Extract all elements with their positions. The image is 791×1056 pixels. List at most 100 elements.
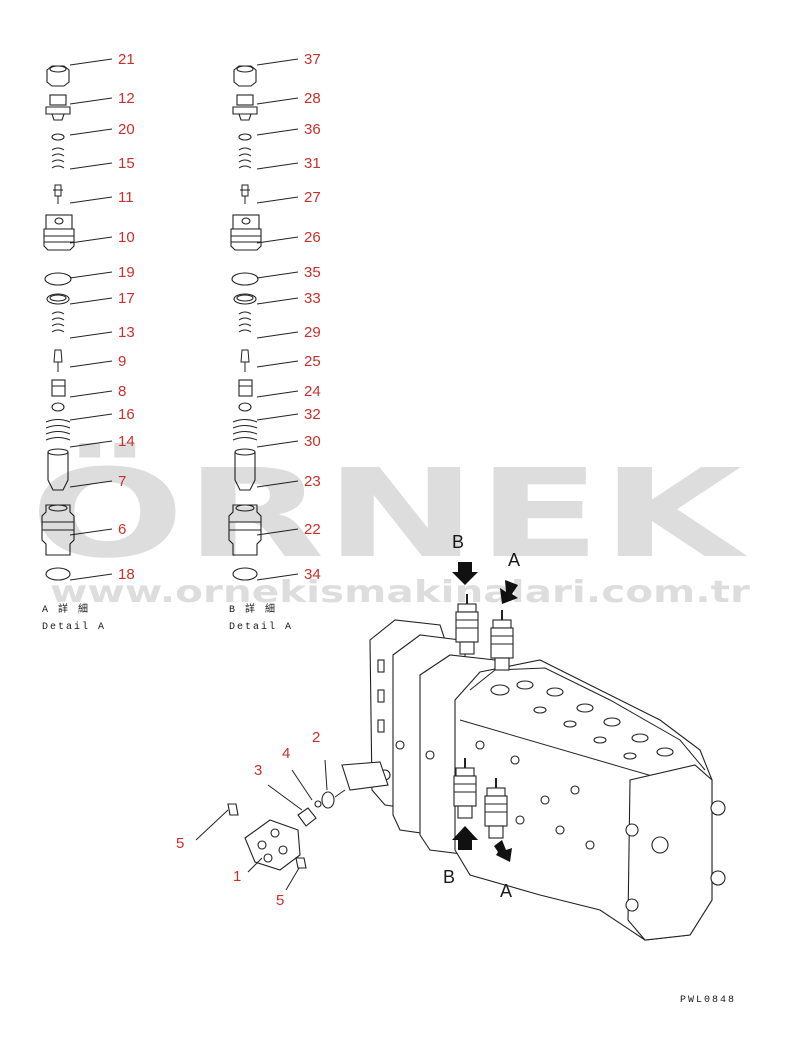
leader-16 [69,413,113,421]
leader-12 [69,97,113,105]
adjust-screw-28 [236,94,254,106]
leader-11 [69,196,113,204]
drawing-code: PWL0848 [680,995,736,1006]
label-part-26: 26 [304,229,321,246]
label-part-27: 27 [304,189,321,206]
label-part-5b: 5 [276,892,284,909]
view-label-b-top: B [452,532,464,552]
label-part-14: 14 [118,433,135,450]
label-part-5a: 5 [176,835,184,852]
label-part-10: 10 [118,229,135,246]
leader-13 [69,331,113,339]
seat-16 [51,402,65,412]
spring-30 [232,419,258,441]
spring-31 [238,147,252,169]
leader-15 [69,162,113,170]
label-part-2: 2 [312,729,320,746]
label-part-22: 22 [304,521,321,538]
leader-9 [69,360,113,368]
label-part-37: 37 [304,51,321,68]
watermark-url: www.ornekismakinalari.com.tr [50,575,750,610]
leader-36 [256,128,299,136]
label-part-31: 31 [304,155,321,172]
watermark-brand: ÖRNEK [30,443,749,585]
label-part-36: 36 [304,121,321,138]
leader-19 [69,271,113,279]
spring-29 [238,311,252,333]
ring-2 [321,791,335,809]
label-part-12: 12 [118,90,135,107]
label-part-8: 8 [118,383,126,400]
arrow-a-bottom [494,840,512,862]
control-valve-assembly [227,562,726,941]
leader-35 [256,271,299,279]
detail-a-caption-en: Detail A [42,621,106,633]
o-ring-4 [314,800,322,808]
view-label-b-bottom: B [443,867,455,887]
detail-b-parts [228,65,262,581]
label-part-23: 23 [304,473,321,490]
arrow-a-top [500,580,518,604]
label-part-18: 18 [118,566,135,583]
watermark: ÖRNEK www.ornekismakinalari.com.tr [30,443,750,610]
o-ring-35 [231,272,259,286]
leader-31 [256,162,299,170]
leader-37 [256,58,299,66]
plug-8 [51,379,66,397]
label-part-13: 13 [118,324,135,341]
leader-28 [256,97,299,105]
o-ring-36 [238,133,252,141]
adjust-screw-12 [49,94,67,106]
spring-14 [45,419,71,441]
label-part-21: 21 [118,51,135,68]
label-part-17: 17 [118,290,135,307]
cover-1 [244,819,301,871]
piston-9 [53,349,63,372]
label-part-3: 3 [254,762,262,779]
leader-32 [256,413,299,421]
spring-13 [51,311,65,333]
label-part-30: 30 [304,433,321,450]
poppet-11 [53,184,63,204]
leader-25 [256,360,299,368]
label-part-19: 19 [118,264,135,281]
label-part-16: 16 [118,406,135,423]
label-part-35: 35 [304,264,321,281]
detail-a-caption-jp: A 詳 細 [42,602,90,616]
leader-23 [256,480,299,488]
leader-29 [256,331,299,339]
o-ring-20 [51,133,65,141]
leader-30 [256,440,299,448]
leader-33 [256,297,299,305]
label-part-4: 4 [282,745,290,762]
label-part-1: 1 [233,868,241,885]
leader-14 [69,440,113,448]
leader-21 [69,58,113,66]
label-part-28: 28 [304,90,321,107]
label-part-20: 20 [118,121,135,138]
leader-24 [256,390,299,398]
view-label-a-bottom: A [500,881,512,901]
label-part-11: 11 [118,189,134,206]
detail-b-caption-en: Detail A [229,621,293,633]
leader-7 [69,480,113,488]
plug-3 [297,807,317,827]
leader-8 [69,390,113,398]
label-part-25: 25 [304,353,321,370]
label-part-29: 29 [304,324,321,341]
assembly-leaders [195,759,328,891]
o-ring-34 [232,567,258,581]
o-ring-18 [45,567,71,581]
seat-32 [238,402,252,412]
leader-34 [256,573,299,581]
leader-6 [69,528,113,536]
leader-18 [69,573,113,581]
arrow-b-bottom [452,826,478,850]
label-part-9: 9 [118,353,126,370]
label-part-34: 34 [304,566,321,583]
spring-15 [51,147,65,169]
leader-22 [256,528,299,536]
leader-27 [256,196,299,204]
detail-b-caption-jp: B 詳 細 [229,602,277,616]
label-part-32: 32 [304,406,321,423]
